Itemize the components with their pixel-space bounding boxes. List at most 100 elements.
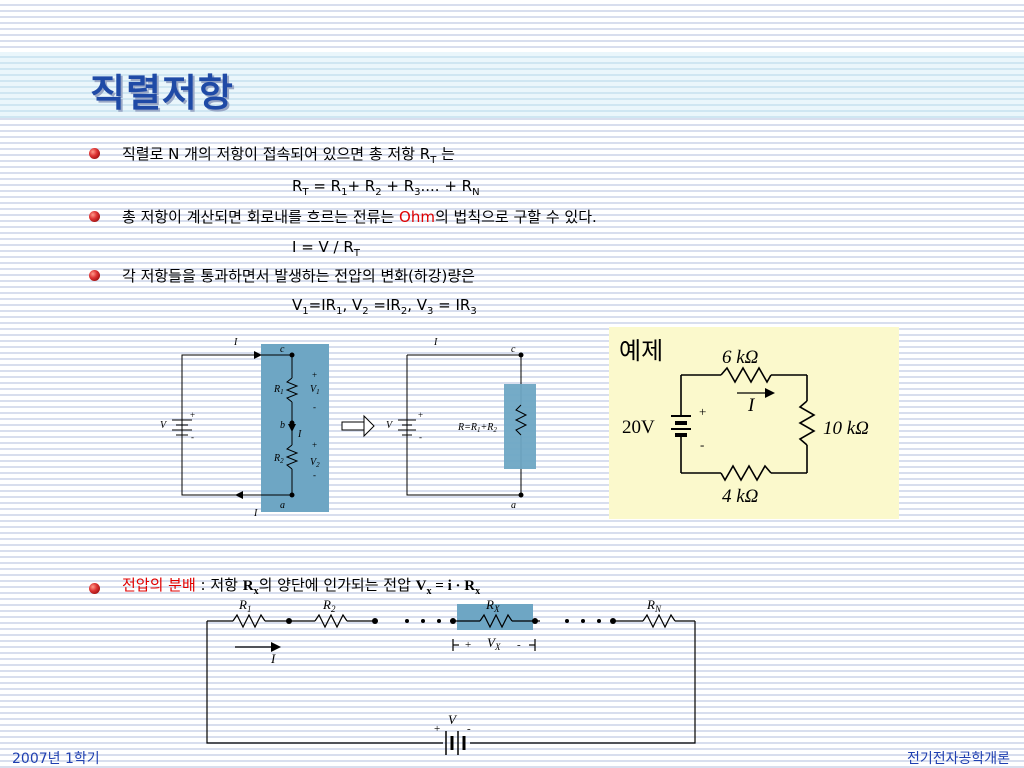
current-label: I — [270, 651, 276, 666]
source-label: 20V — [622, 417, 655, 438]
bullet-2-text: 총 저항이 계산되면 회로내를 흐르는 전류는 Ohm의 법칙으로 구할 수 있… — [122, 206, 597, 227]
bullet-4-text: 전압의 분배 : 저항 Rx의 양단에 인가되는 전압 Vx = i · Rx — [122, 574, 480, 597]
formula-rt-sub: T — [302, 187, 309, 198]
formula-rt-part: + R — [381, 177, 415, 195]
ellipsis-dot — [581, 619, 585, 623]
formula-v-sub: 3 — [427, 306, 434, 317]
resistor-req-line — [514, 404, 528, 436]
current-arrow — [254, 351, 262, 359]
r2-base: R — [273, 453, 280, 464]
equivalent-resistance-label: R=R1+R2 — [457, 422, 497, 434]
bullet-icon — [89, 148, 100, 159]
v2-sub: 2 — [316, 461, 320, 469]
minus-sign: - — [467, 723, 471, 735]
v1-base: V — [310, 384, 318, 395]
minus-sign: - — [517, 639, 521, 651]
equivalent-resistor-panel — [504, 384, 536, 469]
formula-rt-sub: N — [472, 187, 480, 198]
current-label: I — [233, 337, 238, 348]
bullet-2-before: 총 저항이 계산되면 회로내를 흐르는 전류는 — [122, 208, 400, 226]
node-c — [289, 352, 295, 358]
formula-v-part: =IR — [308, 296, 337, 314]
plus-sign: + — [312, 370, 317, 380]
node-c — [518, 352, 524, 358]
current-label: I — [297, 429, 302, 440]
r1-sub: 1 — [280, 388, 284, 396]
current-label: I — [433, 337, 438, 348]
node-a — [518, 492, 524, 498]
footer-course: 전기전자공학개론 — [906, 751, 1010, 767]
formula-rt: RT = R1+ R2 + R3.... + RN — [292, 177, 480, 198]
voltage-label-v2: V2 — [310, 457, 320, 469]
resistor-6k — [720, 366, 772, 384]
v1-sub: 1 — [316, 388, 320, 396]
resistor-label-6k: 6 kΩ — [722, 347, 759, 368]
resistor-label-4k: 4 kΩ — [722, 486, 759, 507]
footer-semester: 2007년 1학기 — [12, 751, 100, 767]
formula-rt-sub: 2 — [375, 187, 382, 198]
resistor-label-r1: R1 — [238, 597, 251, 614]
rx-sub: X — [493, 604, 500, 614]
source-label: V — [160, 420, 168, 431]
resistor-label-r2: R2 — [273, 453, 284, 465]
req-sub-2: 2 — [493, 426, 497, 434]
bullet-3-text: 각 저항들을 통과하면서 발생하는 전압의 변화(하강)량은 — [122, 267, 475, 285]
plus-sign: + — [312, 440, 317, 450]
formula-voltages: V1=IR1, V2 =IR2, V3 = IR3 — [292, 296, 477, 317]
req-sub-1: 1 — [477, 426, 481, 434]
r2-sub: 2 — [280, 457, 284, 465]
formula-v-sub: 1 — [302, 306, 309, 317]
resistor-r2 — [285, 444, 299, 470]
node-label-a: a — [280, 500, 285, 511]
example-heading: 예제 — [619, 337, 663, 365]
formula-rt-part: .... + R — [420, 177, 473, 195]
bullet-icon — [89, 211, 100, 222]
formula-rt-part: + R — [347, 177, 376, 195]
current-arrow — [271, 642, 281, 652]
node-dot — [286, 618, 292, 624]
formula-v-sub: 2 — [362, 306, 369, 317]
voltage-divider-diagram: R1 R2 RX RN VX I V + - + - — [206, 597, 696, 755]
bullet-1-main: 직렬로 N 개의 저항이 접속되어 있으면 총 저항 R — [122, 145, 431, 163]
node-dot — [450, 618, 456, 624]
node-label-c: c — [511, 344, 516, 355]
formula-rt-part: R — [292, 177, 303, 195]
resistor-label-rx: RX — [485, 597, 500, 614]
formula-ohm-sub: T — [353, 248, 360, 259]
formula-ohm: I = V / RT — [292, 238, 360, 259]
bullet-4-formula-vsub: x — [426, 586, 432, 597]
current-label: I — [253, 508, 258, 519]
r1-base: R — [238, 597, 247, 612]
formula-rt-sub: 3 — [414, 187, 421, 198]
plus-sign: + — [190, 410, 195, 420]
current-label: I — [747, 395, 756, 416]
bullet-4-rx: R — [242, 578, 254, 594]
current-arrow — [288, 424, 296, 432]
bullet-2-highlight: Ohm — [399, 208, 435, 226]
resistor-r1 — [285, 377, 299, 403]
minus-sign: - — [313, 402, 316, 412]
vx-base: V — [487, 635, 497, 650]
formula-ohm-part: I = V / R — [292, 238, 354, 256]
bullet-icon — [89, 270, 100, 281]
node-label-c: c — [280, 344, 285, 355]
node-label-a: a — [511, 500, 516, 511]
minus-sign: - — [313, 470, 316, 480]
formula-v-part: , V — [407, 296, 427, 314]
plus-sign: + — [434, 723, 440, 735]
wire — [470, 621, 696, 744]
req-mid: +R — [480, 422, 493, 433]
rn-sub: N — [654, 604, 662, 614]
ellipsis-dot — [437, 619, 441, 623]
r2-sub: 2 — [331, 604, 336, 614]
minus-sign: - — [419, 432, 422, 442]
resistor-r1 — [232, 613, 266, 629]
equivalence-arrow-head — [363, 414, 375, 438]
node-label-b: b — [280, 420, 285, 431]
node-dot — [372, 618, 378, 624]
resistor-label-r2: R2 — [322, 597, 336, 614]
rx-base: R — [485, 597, 494, 612]
bullet-4-after: 의 양단에 인가되는 전압 — [258, 576, 416, 594]
bullet-4-formula-v: V — [415, 578, 427, 594]
equivalence-arrow — [341, 421, 365, 431]
